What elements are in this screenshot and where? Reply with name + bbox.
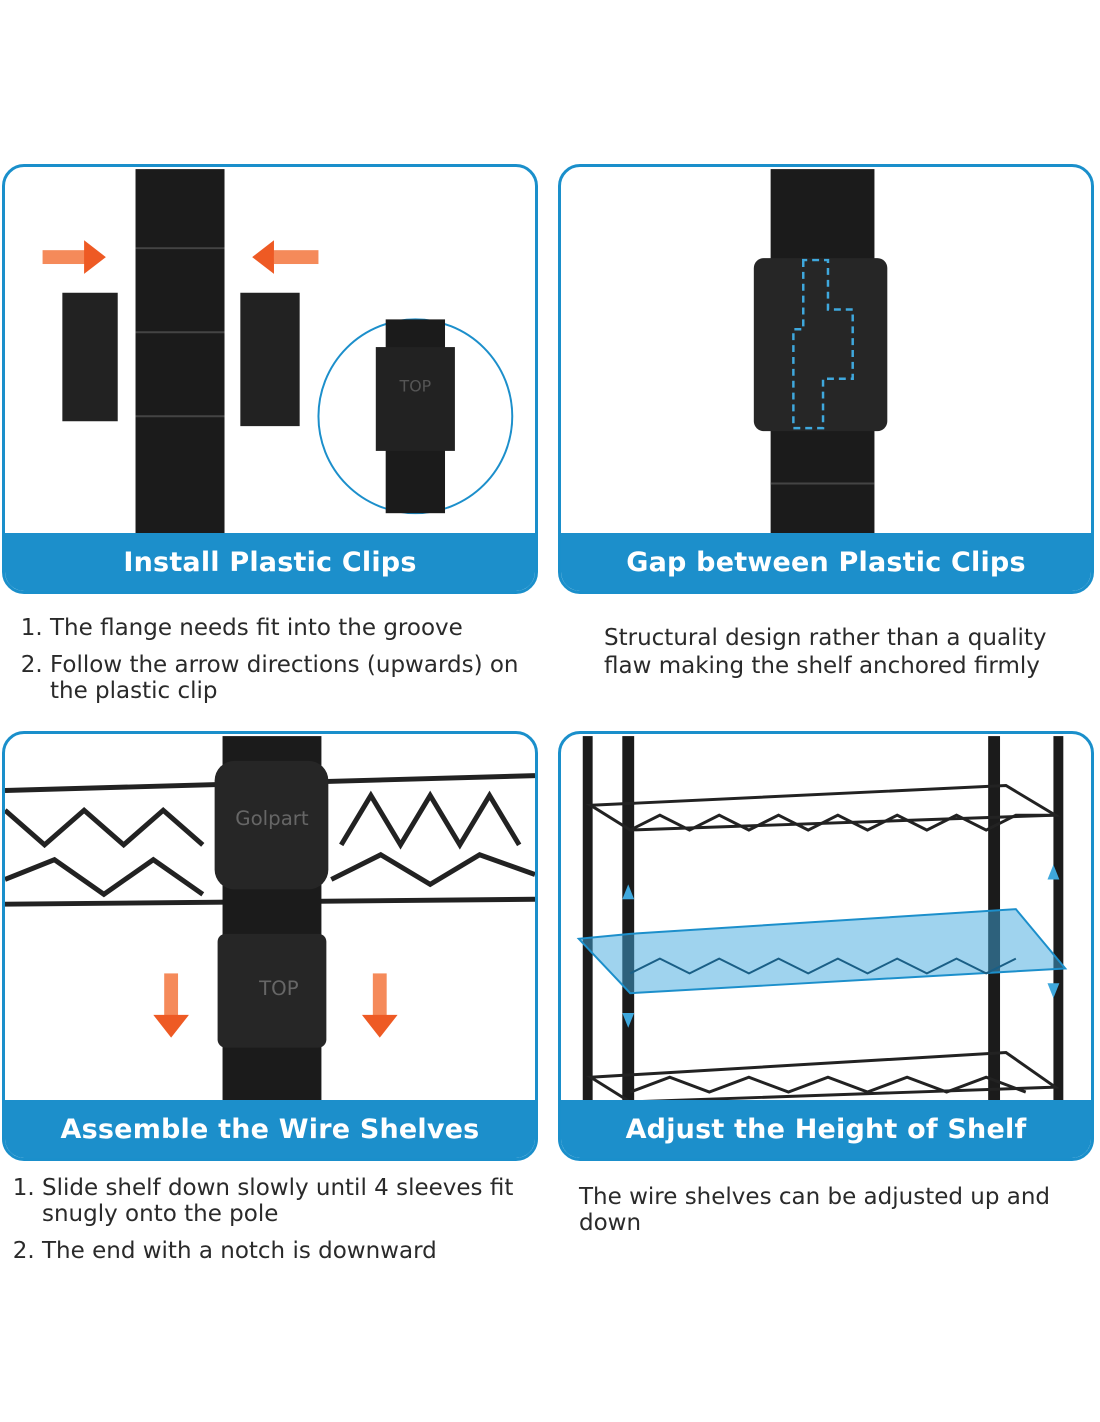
install-clips-illustration: TOP xyxy=(42,169,514,539)
top-marking: TOP xyxy=(399,377,432,396)
panel-title: Install Plastic Clips xyxy=(5,533,535,591)
highlighted-shelf xyxy=(576,908,1068,995)
panel-title: Adjust the Height of Shelf xyxy=(561,1100,1091,1158)
arrow-right-icon xyxy=(42,240,106,274)
arrow-down-icon xyxy=(153,973,189,1038)
plastic-clip-left xyxy=(62,292,118,422)
assemble-shelves-instructions: Slide shelf down slowly until 4 sleeves … xyxy=(12,1175,542,1275)
panel-title: Assemble the Wire Shelves xyxy=(5,1100,535,1158)
panel-gap-between-clips: Gap between Plastic Clips xyxy=(558,164,1094,594)
panel-install-plastic-clips: TOP Install Plastic Clips xyxy=(2,164,538,594)
panel-assemble-wire-shelves: Golpart TOP Assemble the Wire Shelves xyxy=(2,731,538,1161)
arrow-left-icon xyxy=(252,240,319,274)
install-clips-instructions: The flange needs fit into the groove Fol… xyxy=(20,615,550,715)
adjust-arrows-icon xyxy=(622,864,1060,1028)
plastic-clip-right xyxy=(240,292,300,427)
brand-marking: Golpart xyxy=(235,807,309,830)
top-marking: TOP xyxy=(258,977,299,1000)
instruction-item: The flange needs fit into the groove xyxy=(50,615,550,641)
arrow-down-icon xyxy=(361,973,398,1038)
assemble-shelves-illustration: Golpart TOP xyxy=(5,736,535,1106)
instruction-item: The end with a notch is downward xyxy=(42,1238,542,1264)
instruction-item: Slide shelf down slowly until 4 sleeves … xyxy=(42,1175,542,1227)
adjust-height-description: The wire shelves can be adjusted up and … xyxy=(579,1184,1051,1236)
panel-title: Gap between Plastic Clips xyxy=(561,533,1091,591)
adjust-height-illustration xyxy=(576,736,1068,1106)
gap-clips-illustration xyxy=(753,169,888,539)
panel-adjust-shelf-height: Adjust the Height of Shelf xyxy=(558,731,1094,1161)
gap-description: Structural design rather than a quality … xyxy=(604,625,1047,679)
instruction-item: Follow the arrow directions (upwards) on… xyxy=(50,652,550,704)
